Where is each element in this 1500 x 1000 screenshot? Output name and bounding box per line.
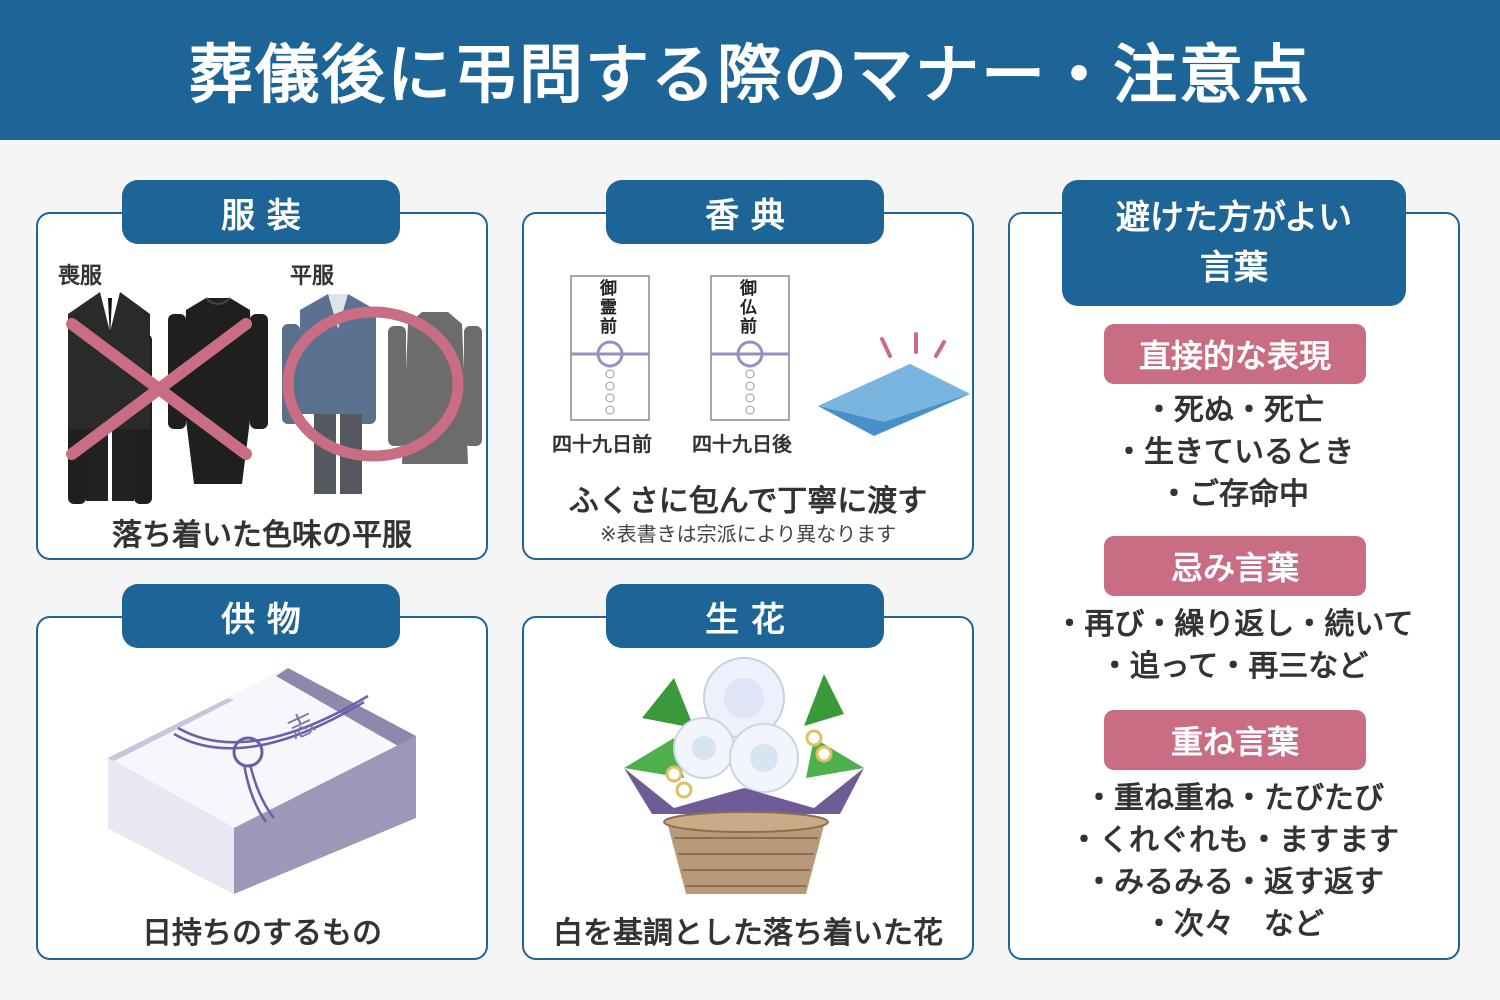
avoid-words-card: 直接的な表現 ・死ぬ・死亡 ・生きているとき ・ご存命中 忌み言葉 ・再び・繰り… [1008,212,1460,960]
offering-card: 志 日持ちのするもの [36,616,488,960]
page-title: 葬儀後に弔問する際のマナー・注意点 [189,39,1311,113]
list-item: ・次々 など [1144,907,1324,942]
koden-note: ※表書きは宗派により異なります [599,522,897,546]
list-item: ・再び・繰り返し・続いて [1054,607,1414,642]
list-item: ・くれぐれも・ますます [1069,823,1399,858]
list-item: ・追って・再三など [1099,649,1369,684]
envelope1-text: 御霊前 [600,279,617,337]
plain-label: 平服 [290,264,335,289]
avoid-words-heading: 避けた方がよい 言葉 [1062,180,1406,306]
group-title-kasane: 重ね言葉 [1104,710,1366,770]
circle-icon [282,306,464,462]
list-item: ・みるみる・返す返す [1084,865,1384,900]
group-items-imi: ・再び・繰り返し・続いて ・追って・再三など [1010,604,1458,688]
group-items-kasane: ・重ね重ね・たびたび ・くれぐれも・ますます ・みるみる・返す返す ・次々 など [1010,778,1458,946]
mourning-dress-icon [168,297,268,484]
list-item: ・生きているとき [1114,435,1354,470]
flowers-card: 白を基調とした落ち着いた花 [522,616,974,960]
list-item: ・ご存命中 [1159,477,1309,512]
clothing-illustration [66,292,482,504]
group-items-direct: ・死ぬ・死亡 ・生きているとき ・ご存命中 [1010,390,1458,516]
envelope2-text: 御仏前 [740,279,757,337]
mourning-label: 喪服 [58,264,103,289]
koden-illustration [570,275,970,436]
clothing-card: 喪服 平服 [36,212,488,560]
group-title-direct: 直接的な表現 [1104,324,1366,384]
offering-box-icon [108,668,416,894]
envelope2-label: 四十九日後 [692,432,792,456]
list-item: ・重ね重ね・たびたび [1084,781,1384,816]
list-item: ・死ぬ・死亡 [1144,393,1324,428]
fukusa-icon [818,332,970,436]
koden-heading: 香 典 [606,180,884,244]
group-title-imi: 忌み言葉 [1104,536,1366,596]
flowers-caption: 白を基調とした落ち着いた花 [553,916,943,951]
envelope-butsuzen-icon [710,275,790,421]
flowers-heading: 生 花 [606,584,884,648]
koden-card: 御霊前 御仏前 四十九日前 四十九日後 ふくさに包んで丁寧に渡す ※表書きは宗派… [522,212,974,560]
offering-heading: 供 物 [122,584,400,648]
flower-basket-icon [624,657,864,894]
envelope1-label: 四十九日前 [552,432,652,456]
clothing-caption: 落ち着いた色味の平服 [112,518,412,553]
page-header: 葬儀後に弔問する際のマナー・注意点 [0,0,1500,140]
offering-caption: 日持ちのするもの [142,916,382,951]
envelope-reizen-icon [570,275,650,421]
cross-icon [66,318,252,460]
clothing-heading: 服 装 [122,180,400,244]
koden-caption: ふくさに包んで丁寧に渡す [568,484,928,519]
